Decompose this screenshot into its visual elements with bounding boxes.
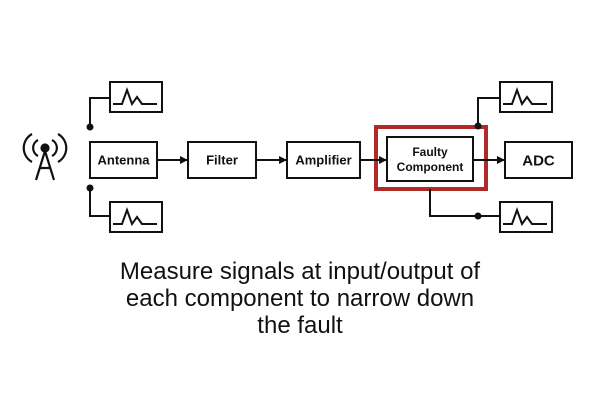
waveform-scope-icon bbox=[499, 81, 553, 113]
caption-line-3: the fault bbox=[257, 312, 343, 339]
faulty-label-line2: Component bbox=[397, 160, 464, 174]
adc-block bbox=[504, 141, 573, 179]
waveform-scope-icon bbox=[109, 81, 163, 113]
filter-label: Filter bbox=[206, 153, 238, 168]
probe-point bbox=[474, 122, 482, 130]
probe-line-faulty-output-top bbox=[477, 97, 500, 126]
probe-line-antenna-bottom bbox=[89, 188, 110, 217]
instruction-caption: Measure signals at input/output of each … bbox=[0, 258, 600, 339]
probe-point bbox=[474, 212, 482, 220]
faulty-label-line1: Faulty bbox=[412, 145, 448, 159]
amplifier-block bbox=[286, 141, 361, 179]
probe-line-antenna-top bbox=[89, 97, 110, 127]
probe-point bbox=[86, 184, 94, 192]
waveform-scope-icon bbox=[109, 201, 163, 233]
caption-line-1: Measure signals at input/output of bbox=[119, 258, 481, 285]
antenna-block bbox=[89, 141, 158, 179]
adc-label: ADC bbox=[522, 153, 555, 170]
faulty-component-block bbox=[386, 136, 474, 182]
amplifier-label: Amplifier bbox=[295, 153, 351, 168]
probe-line-faulty-output-bottom bbox=[429, 189, 500, 217]
antenna-label: Antenna bbox=[98, 153, 151, 168]
radio-antenna-icon bbox=[22, 133, 68, 181]
probe-point bbox=[86, 123, 94, 131]
caption-line-2: each component to narrow down bbox=[125, 285, 475, 312]
waveform-scope-icon bbox=[499, 201, 553, 233]
filter-block bbox=[187, 141, 257, 179]
